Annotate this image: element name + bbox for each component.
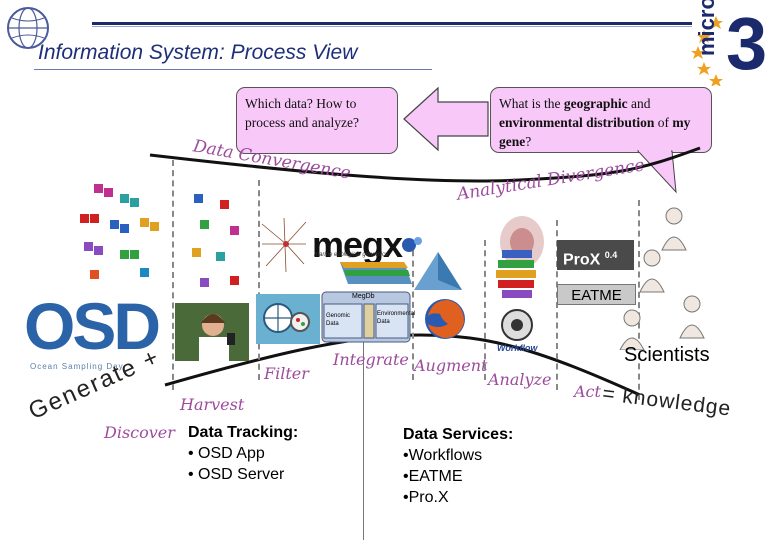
megx-logo: megx: [312, 224, 403, 265]
label-integrate: Integrate: [333, 350, 409, 369]
callout-text: What is the: [499, 96, 564, 111]
environmental-data-label: Environmental Data: [377, 311, 416, 325]
callout-bold-environmental: environmental distribution: [499, 115, 655, 130]
data-cubes-center-icon: [192, 194, 239, 287]
megdb-database-icon: [321, 291, 411, 343]
stage-divider: [258, 180, 260, 380]
stage-divider: [556, 220, 558, 390]
osd-logo-text: OSD: [24, 289, 161, 363]
data-grid-icon: [340, 262, 412, 284]
header-rule-thin: [92, 26, 692, 27]
label-harvest: Harvest: [180, 395, 245, 414]
stage-divider: [172, 160, 174, 390]
prox-logo: ProX 0.4: [557, 240, 634, 270]
osd-subtitle: Ocean Sampling Day: [30, 362, 124, 371]
prox-version: 0.4: [604, 250, 618, 260]
megdb-label: MegDb: [352, 293, 375, 300]
stage-divider: [638, 200, 640, 400]
callout-bold-geographic: geographic: [563, 96, 628, 111]
data-tracking-list: Data Tracking: • OSD App • OSD Server: [188, 422, 298, 485]
callout-gene-distribution: What is the geographic and environmental…: [490, 87, 712, 153]
callout-bold-gene: my gene: [499, 115, 691, 149]
services-divider: [363, 330, 364, 540]
firefox-icon: [425, 299, 465, 339]
scientists-figures-icon: [619, 207, 705, 350]
data-cubes-left-icon: [80, 184, 159, 279]
arrow-left-icon: [403, 86, 489, 152]
callout-text: ?: [525, 134, 532, 149]
megx-subtitle: marine ecological genomics: [314, 252, 389, 258]
megx-dots-icon: [402, 237, 422, 252]
scientists-label: Scientists: [624, 344, 710, 366]
stacked-data-icon: [496, 250, 536, 298]
micro-logo-number: 3: [726, 2, 768, 85]
page-title: Information System: Process View: [38, 41, 358, 64]
header-rule: [92, 22, 692, 25]
pyramid-chart-icon: [414, 252, 462, 290]
prox-logo-x: X: [589, 251, 601, 269]
person-photo-icon: [175, 303, 249, 361]
prox-logo-text: Pro: [563, 251, 590, 269]
label-discover: Discover: [104, 423, 175, 442]
label-analyze: Analyze: [488, 370, 552, 389]
eu-stars-icon: [691, 16, 723, 86]
data-services-title: Data Services:: [403, 426, 514, 443]
label-filter: Filter: [264, 364, 309, 383]
callout-tail-icon: [636, 150, 677, 194]
callout-text: of: [654, 115, 673, 130]
workflow-icon: [501, 309, 533, 341]
title-underline: [34, 69, 432, 70]
eatme-label: EATME: [557, 284, 636, 305]
list-item: • OSD App: [188, 445, 265, 462]
workflow-label: Workflow: [497, 343, 538, 353]
data-services-list: Data Services: •Workflows •EATME •Pro.X: [403, 424, 513, 508]
stage-divider: [412, 240, 414, 380]
list-item: •EATME: [403, 468, 463, 485]
list-item: •Pro.X: [403, 489, 449, 506]
list-item: • OSD Server: [188, 466, 285, 483]
label-act: Act: [574, 382, 601, 401]
genomic-data-label: Genomic Data: [326, 313, 351, 327]
globe-search-icon: [256, 294, 320, 344]
micro3-logo: micro 3: [688, 0, 774, 88]
callout-text: and: [627, 96, 651, 111]
data-tracking-title: Data Tracking:: [188, 424, 299, 441]
globe-logo-icon: [7, 7, 49, 49]
list-item: •Workflows: [403, 447, 483, 464]
osd-logo: OSD: [24, 289, 161, 363]
network-graph-icon: [261, 217, 307, 273]
callout-which-data: Which data? How to process and analyze?: [236, 87, 398, 154]
label-augment: Augment: [414, 356, 488, 375]
stage-divider: [484, 240, 486, 380]
